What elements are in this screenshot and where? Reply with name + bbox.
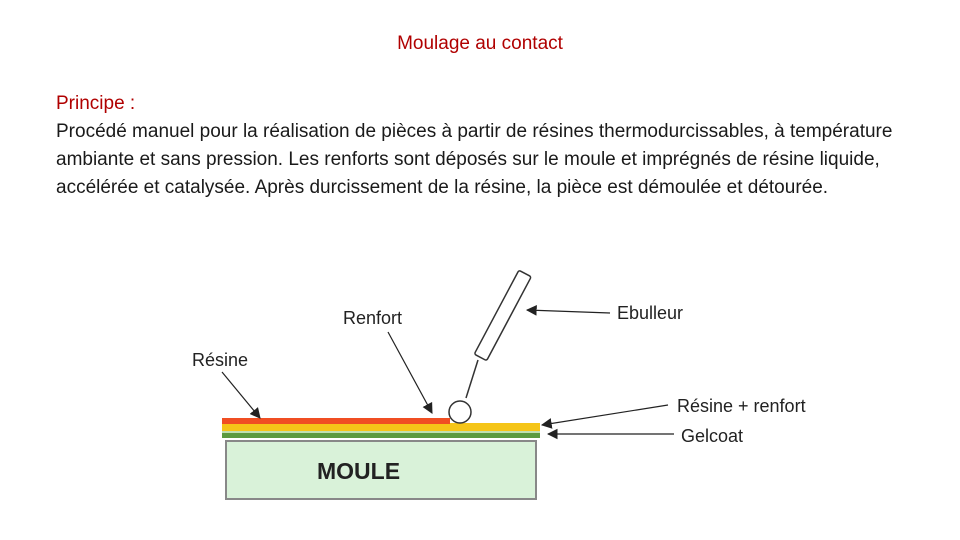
roller-tool (448, 270, 532, 424)
roller-wheel (448, 400, 472, 424)
label-ebulleur: Ebulleur (617, 303, 683, 323)
arrow-ebulleur (525, 304, 611, 316)
label-resine-renfort: Résine + renfort (677, 396, 806, 416)
resin-layer (222, 418, 450, 424)
mould-block (225, 440, 537, 500)
gelcoat-highlight (222, 430, 540, 433)
principle-section: Principe : Procédé manuel pour la réalis… (56, 90, 916, 202)
reinforcement-layer (222, 423, 540, 431)
arrow-resine-renfort (540, 404, 669, 429)
label-gelcoat: Gelcoat (681, 426, 743, 446)
arrow-renfort (387, 331, 433, 414)
arrow-resine (221, 371, 261, 419)
principle-text: Procédé manuel pour la réalisation de pi… (56, 121, 893, 198)
page-title: Moulage au contact (397, 33, 563, 54)
mould-label: MOULE (317, 458, 400, 484)
principle-label: Principe : (56, 93, 136, 114)
label-renfort: Renfort (343, 308, 402, 328)
gelcoat-layer (222, 433, 540, 438)
label-resine: Résine (192, 350, 248, 370)
